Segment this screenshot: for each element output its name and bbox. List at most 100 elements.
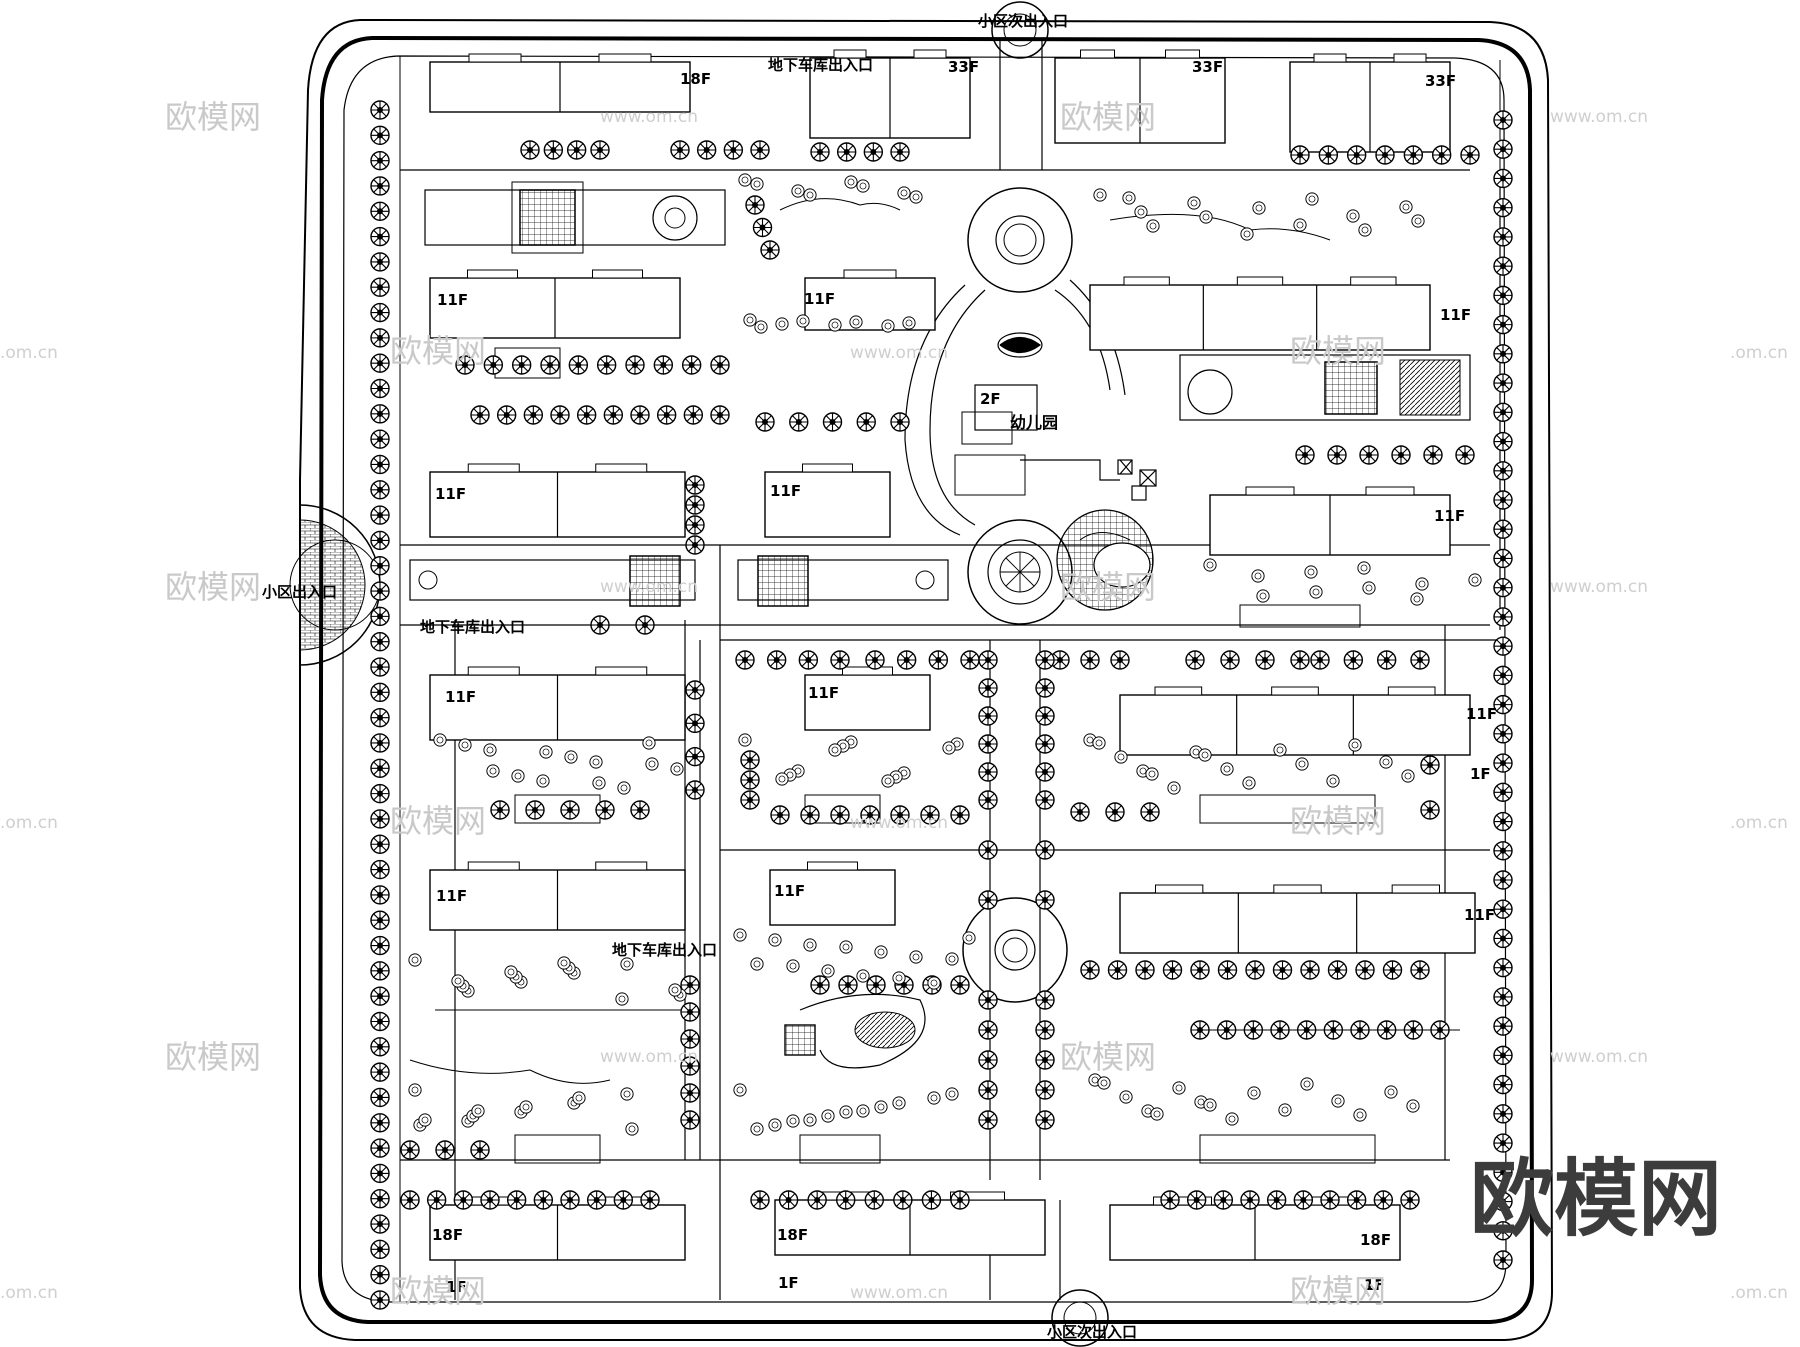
tree-icon [1493,373,1513,393]
tree-icon [863,142,884,162]
tree-icon [1423,445,1443,465]
tree-icon [1455,445,1475,465]
shrub-icon [1293,218,1307,232]
building-notch [595,666,648,676]
tree-icon [520,140,540,160]
tree-icon [1080,650,1100,670]
tree-icon [680,1110,700,1130]
shrub-icon [668,983,682,997]
shrub-icon [1401,769,1415,783]
tree-icon [586,1190,607,1210]
tree-icon [470,405,490,425]
tree-icon [576,405,597,425]
building-notch [592,269,643,279]
residential-building [1119,884,1476,954]
tree-icon [1391,445,1411,465]
tree-icon [1493,607,1513,627]
tree-icon [1493,168,1513,189]
tree-icon [370,859,390,880]
shrub-icon [418,1113,432,1127]
tree-icon [1318,145,1339,165]
tree-icon [807,1190,827,1210]
tree-icon [1493,841,1513,861]
shrub-icon [1119,1090,1133,1104]
tree-icon [978,990,998,1010]
tree-icon [778,1190,799,1210]
tree-icon [1375,145,1395,165]
building-notch [595,861,648,871]
tree-icon [978,1050,998,1070]
shrub-icon [1326,774,1340,788]
label-floors: 18F [432,1226,463,1244]
tree-icon [681,355,702,375]
shrub-icon [1097,1076,1111,1090]
label-floors: 18F [777,1226,808,1244]
building-outline [1119,694,1471,756]
tree-icon [370,1163,390,1184]
watermark-url: .om.cn [1730,343,1788,363]
tree-icon [723,140,744,160]
tree-icon [1290,145,1310,165]
tree-icon [1270,1020,1290,1040]
shrub-icon [1295,757,1309,771]
tree-icon [560,800,580,820]
tree-icon [836,1190,856,1210]
tree-icon [370,581,390,601]
tree-icon [890,142,910,162]
shrub-icon [617,781,631,795]
watermark-url: .om.cn [0,343,58,363]
building-outline [1089,284,1431,351]
label-floors: 11F [808,684,839,702]
tree-icon [1107,960,1128,980]
watermark-url: .om.cn [1730,1283,1788,1303]
building-notch [842,666,893,676]
shrub-icon [874,945,888,959]
residential-buildings [429,49,1476,1261]
tree-icon [1035,734,1055,754]
shrub-icon [625,1122,639,1136]
tree-icon [1216,1020,1237,1040]
tree-icon [1035,1080,1055,1100]
tree-icon [1220,650,1240,670]
shrub-icon [849,315,863,329]
tree-icon [370,834,390,854]
tree-icon [370,505,390,525]
kindergarten-grounds [904,279,1157,536]
shrub-icon [1092,736,1106,750]
tree-icon [490,800,510,820]
tree-icon [613,1190,634,1210]
shrub-icon [1172,1081,1186,1095]
secondary-entrance-top [991,1,1049,59]
tree-icon [978,650,998,670]
shrub-icon [733,928,747,942]
tree-icon [370,606,390,627]
label-floors: 1F [446,1278,467,1296]
shrub-icon [1242,776,1256,790]
shrub-icon [942,741,956,755]
plaza-east [1179,354,1471,421]
tree-icon [480,1190,500,1210]
tree-icon [1300,960,1320,980]
tree-icon [370,378,390,399]
tree-icon [560,1190,580,1210]
tree-icon [1403,1020,1424,1040]
tree-icon [1245,960,1265,980]
label-floors: 11F [435,485,466,503]
building-notch [1393,53,1427,63]
tree-icon [1035,706,1055,726]
tree-icon [1493,197,1513,218]
tree-icon [1493,285,1513,306]
shrub-icon [892,971,906,985]
shrub-icon [642,736,656,750]
shrub-icon [754,320,768,334]
building-notch [467,666,520,676]
watermark-brand: 欧模网 [1060,1038,1156,1076]
tree-icon [370,1290,390,1310]
tree-icon [683,405,704,425]
tree-icon [483,355,504,375]
tree-icon [370,1214,390,1234]
tree-icon [836,142,857,162]
tree-icon [370,632,390,652]
tree-icon [1162,960,1183,980]
tree-icon [685,780,705,800]
